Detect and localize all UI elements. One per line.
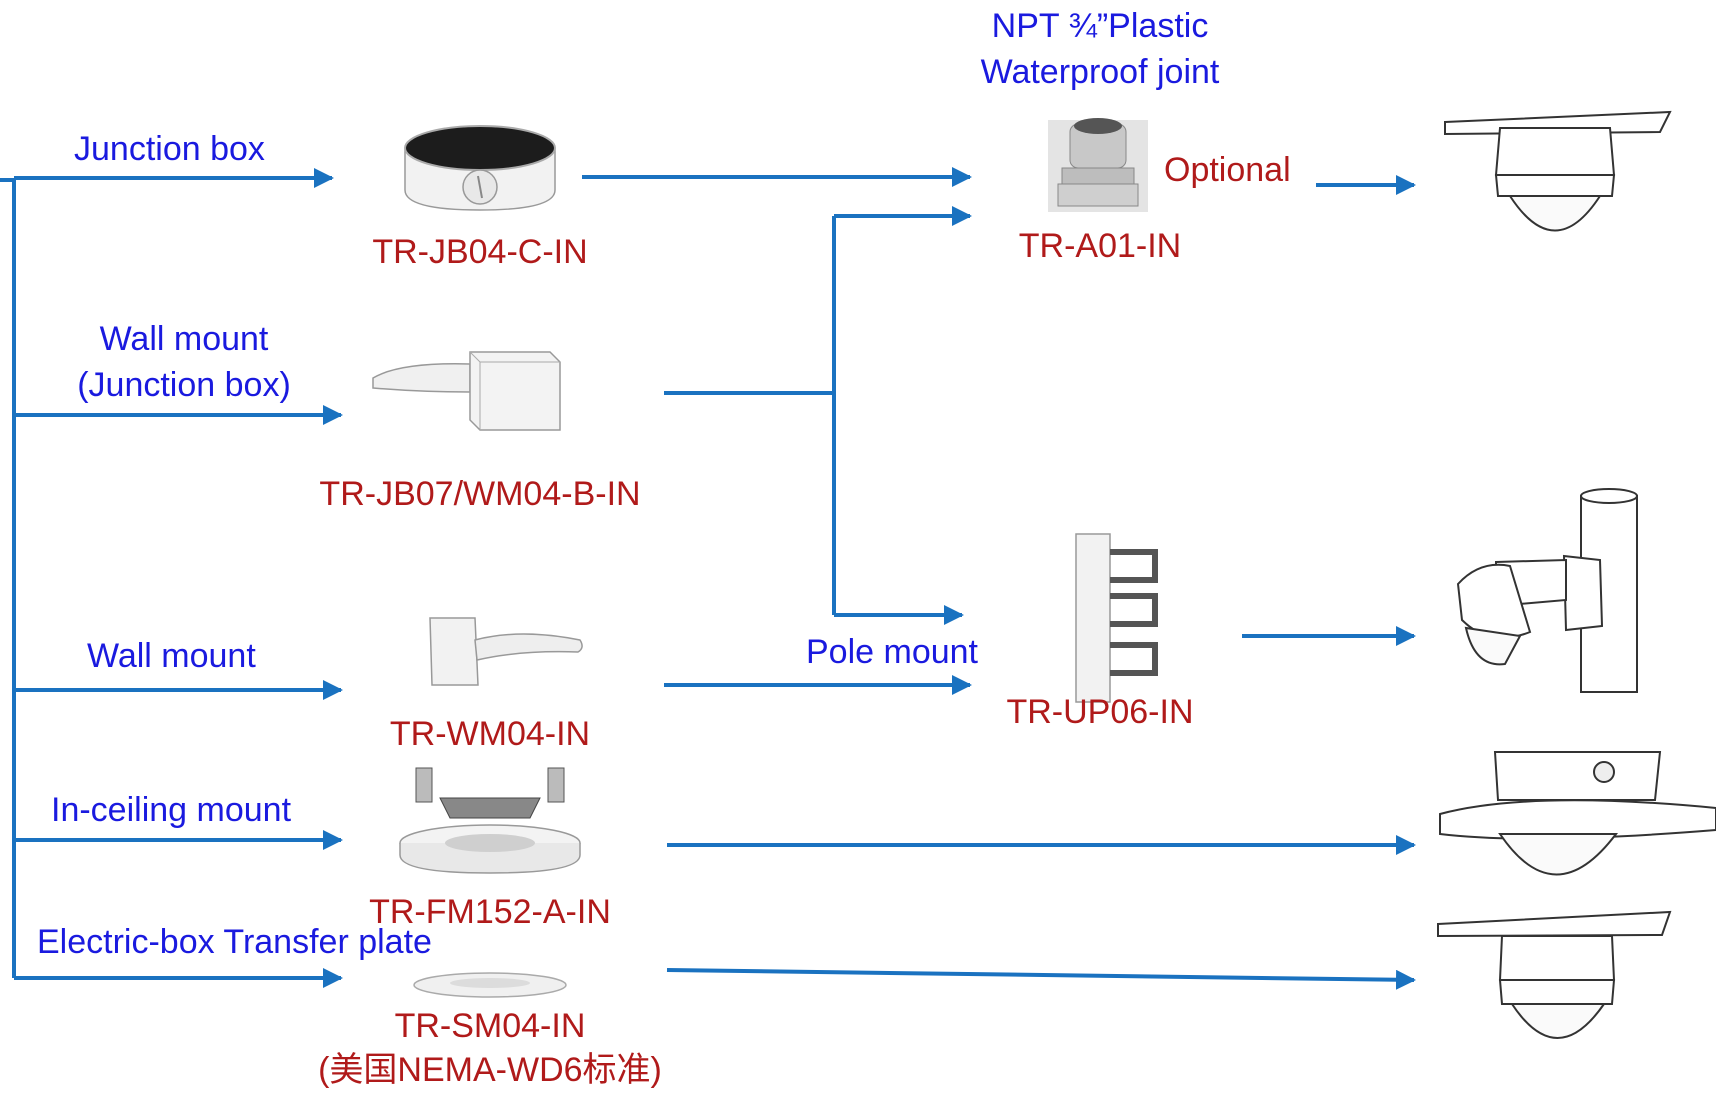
junction-box-model: TR-JB04-C-IN [372,233,588,271]
pole-mount-route-label: Pole mount [806,633,978,671]
waterproof-joint-icon [1048,118,1148,212]
junction-box-route-label: Junction box [74,130,265,168]
camera-ceiling-icon [1444,110,1672,232]
wall-mount-jb-model: TR-JB07/WM04-B-IN [319,475,641,513]
transfer-plate-icon [413,972,567,998]
optional-label: Optional [1164,151,1291,189]
electric-box-model: TR-SM04-IN [394,1007,586,1045]
in-ceiling-route-label: In-ceiling mount [51,791,292,829]
camera-in-ceiling-icon [1439,751,1716,876]
wall-mount-icon [429,617,583,686]
junction-box-icon [404,125,556,211]
npt-label-line1: NPT ¾”Plastic [991,7,1209,45]
wall-mount-jb-route-label-line2: (Junction box) [77,366,291,404]
arrow-electric-box-to-camera [666,968,1416,990]
connector-lines [0,167,1416,990]
electric-box-route-label: Electric-box Transfer plate [37,923,432,961]
waterproof-joint-model: TR-A01-IN [1018,227,1182,265]
in-ceiling-mount-icon [399,767,581,874]
wall-mount-bracket-icon [372,351,561,431]
electric-box-note: (美国NEMA-WD6标准) [318,1051,662,1089]
wall-mount-route-label: Wall mount [87,637,256,675]
wall-mount-model: TR-WM04-IN [389,715,591,753]
camera-pole-icon [1456,488,1638,693]
npt-label-line2: Waterproof joint [980,53,1220,91]
pole-mount-model: TR-UP06-IN [1006,693,1194,731]
wall-mount-jb-route-label-line1: Wall mount [99,320,269,358]
camera-ceiling-bottom-icon [1437,910,1672,1039]
pole-mount-bracket-icon [1075,533,1158,703]
in-ceiling-model: TR-FM152-A-IN [369,893,611,931]
